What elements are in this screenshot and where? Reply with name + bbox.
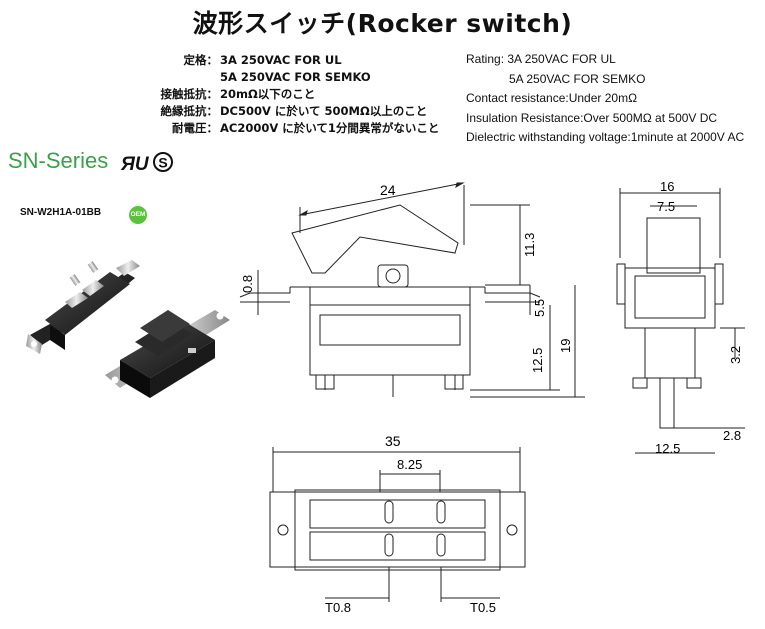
spec-en-rating: Rating: 3A 250VAC FOR UL — [466, 52, 616, 66]
spec-en-block: Rating: 3A 250VAC FOR UL 5A 250VAC FOR S… — [466, 50, 744, 148]
spec-jp-rating-2: 5A 250VAC FOR SEMKO — [220, 70, 371, 84]
dim-7-5: 7.5 — [657, 199, 675, 214]
series-name: SN-Series — [8, 148, 109, 173]
spec-jp-rating: 定格：3A 250VAC FOR UL — [183, 53, 342, 67]
bottom-view-drawing: 35 8.25 T0.8 T0.5 — [269, 433, 526, 615]
oem-badge: OEM — [129, 206, 147, 224]
model-number: SN-W2H1A-01BB — [20, 207, 102, 218]
semko-mark-icon — [153, 152, 173, 172]
spec-en-insulation: Insulation Resistance:Over 500MΩ at 500V… — [466, 110, 718, 125]
dim-2-8: 2.8 — [723, 428, 741, 443]
dim-8-25: 8.25 — [397, 457, 422, 472]
dim-0-8: 0.8 — [240, 275, 255, 293]
spec-jp-dielectric: 耐電圧：AC2000V に於いて1分間異常がないこと — [172, 121, 440, 135]
cert-marks: ЯU S — [120, 152, 173, 175]
spec-jp-contact: 接触抵抗：20mΩ以下のこと — [160, 87, 316, 101]
spec-jp-block: 定格：3A 250VAC FOR UL 5A 250VAC FOR SEMKO … — [150, 52, 440, 137]
dim-t0-8: T0.8 — [325, 600, 351, 615]
page-title: 波形スイッチ(Rocker switch) — [192, 9, 573, 38]
dim-12-5-side: 12.5 — [655, 441, 680, 456]
dim-35: 35 — [385, 433, 401, 449]
spec-en-contact: Contact resistance:Under 20mΩ — [466, 91, 638, 105]
dim-16: 16 — [660, 179, 674, 194]
dim-3-2: 3.2 — [728, 346, 743, 364]
dim-24: 24 — [380, 182, 396, 198]
switch-photo-1 — [26, 260, 140, 354]
front-view-drawing: 24 11.3 0.8 5.5 12.5 19 — [239, 182, 585, 398]
spec-jp-insulation: 絶縁抵抗：DC500V に於いて 500MΩ以上のこと — [160, 104, 428, 118]
side-view-drawing: 16 7.5 3.2 2.8 12.5 — [616, 179, 745, 456]
product-photo — [26, 260, 230, 398]
spec-en-dielectric: Dielectric withstanding voltage:1minute … — [466, 130, 745, 144]
spec-en-rating-2: 5A 250VAC FOR SEMKO — [509, 71, 646, 86]
dim-12-5: 12.5 — [530, 348, 545, 373]
dim-19: 19 — [558, 339, 573, 353]
semko-mark-letter: S — [158, 155, 167, 171]
ul-mark-icon: ЯU — [120, 154, 150, 175]
dim-t0-5: T0.5 — [470, 600, 496, 615]
dim-11-3: 11.3 — [522, 233, 537, 257]
switch-photo-2 — [105, 310, 230, 398]
rocker-outline — [291, 204, 459, 274]
dim-5-5: 5.5 — [532, 299, 547, 317]
